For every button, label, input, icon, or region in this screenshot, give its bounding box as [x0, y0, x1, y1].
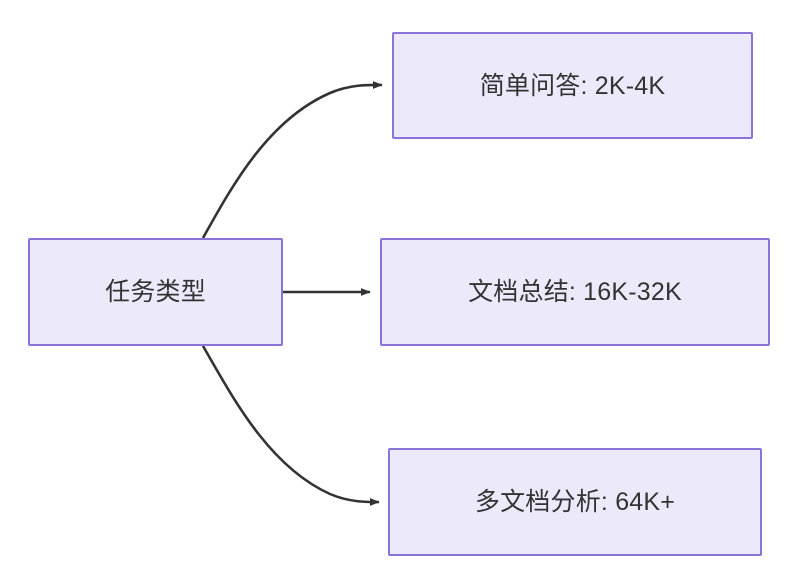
node-doc-summary[interactable]: 文档总结: 16K-32K: [380, 238, 770, 346]
edge-to-multi-doc-analysis: [201, 345, 380, 507]
node-doc-summary-label: 文档总结: 16K-32K: [468, 278, 682, 306]
node-simple-qa-label: 简单问答: 2K-4K: [479, 71, 666, 100]
node-multi-doc-analysis[interactable]: 多文档分析: 64K+: [388, 448, 762, 556]
node-multi-doc-analysis-label: 多文档分析: 64K+: [474, 488, 676, 516]
node-task-type-label: 任务类型: [105, 278, 206, 306]
node-simple-qa[interactable]: 简单问答: 2K-4K: [392, 32, 753, 139]
edge-to-simple-qa: [201, 80, 383, 239]
node-task-type[interactable]: 任务类型: [28, 238, 283, 346]
